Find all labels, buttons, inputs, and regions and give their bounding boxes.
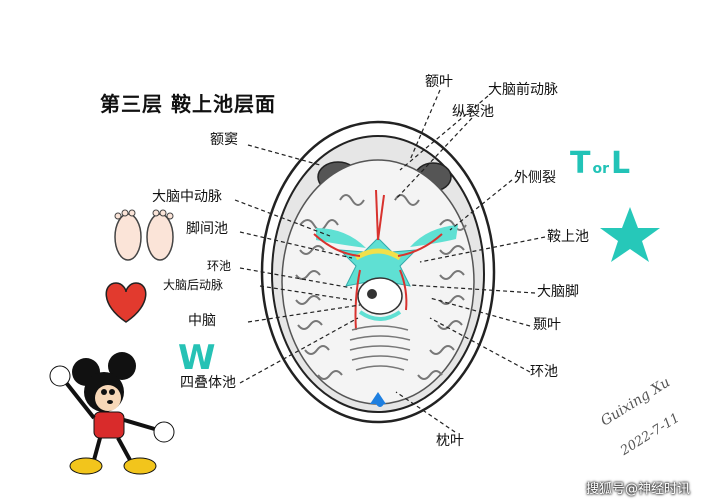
feet-icon: [114, 209, 174, 261]
arteries: [313, 189, 443, 331]
label-frontal-sinus: 额窦: [210, 132, 238, 148]
star-icon: [600, 207, 660, 262]
label-ambient-cistern-right: 环池: [530, 364, 558, 380]
w-letter: W: [178, 338, 216, 378]
diagram-title: 第三层 鞍上池层面: [100, 92, 276, 116]
midbrain-dot: [367, 289, 377, 299]
heart-icon: [105, 282, 147, 323]
label-quadrigeminal-cistern: 四叠体池: [180, 375, 236, 391]
leader-lines: [234, 89, 546, 433]
label-frontal-lobe: 额叶: [425, 74, 453, 90]
label-middle-cerebral-artery: 大脑中动脉: [152, 189, 222, 205]
label-posterior-cerebral-artery: 大脑后动脉: [163, 278, 224, 292]
label-occipital-lobe: 枕叶: [436, 433, 464, 449]
ambient-cistern: [358, 310, 402, 321]
label-temporal-lobe: 颞叶: [533, 317, 561, 333]
label-lateral-fissure: 外侧裂: [514, 170, 556, 186]
occipital-csf-base: [376, 404, 384, 407]
occipital-csf: [370, 392, 386, 404]
label-cerebral-peduncle: 大脑脚: [537, 284, 579, 300]
label-midbrain: 中脑: [188, 313, 216, 329]
label-interpeduncular-cistern: 脚间池: [186, 221, 228, 237]
midbrain-shape: [357, 277, 403, 315]
sylvian-csf-right: [410, 225, 458, 247]
label-anterior-cerebral-artery: 大脑前动脉: [488, 82, 558, 98]
watermark: 搜狐号@神经时讯: [586, 482, 691, 497]
label-longitudinal-cistern: 纵裂池: [452, 104, 494, 120]
cartoon-mouse-icon: [49, 352, 175, 475]
sylvian-csf-left: [316, 228, 366, 248]
cerebellum: [349, 325, 411, 371]
label-suprasellar-cistern: 鞍上池: [547, 229, 589, 245]
t-letter: T: [570, 146, 591, 181]
l-letter: L: [611, 146, 631, 181]
or-text: or: [592, 161, 609, 177]
label-ambient-cistern: 环池: [207, 259, 232, 273]
